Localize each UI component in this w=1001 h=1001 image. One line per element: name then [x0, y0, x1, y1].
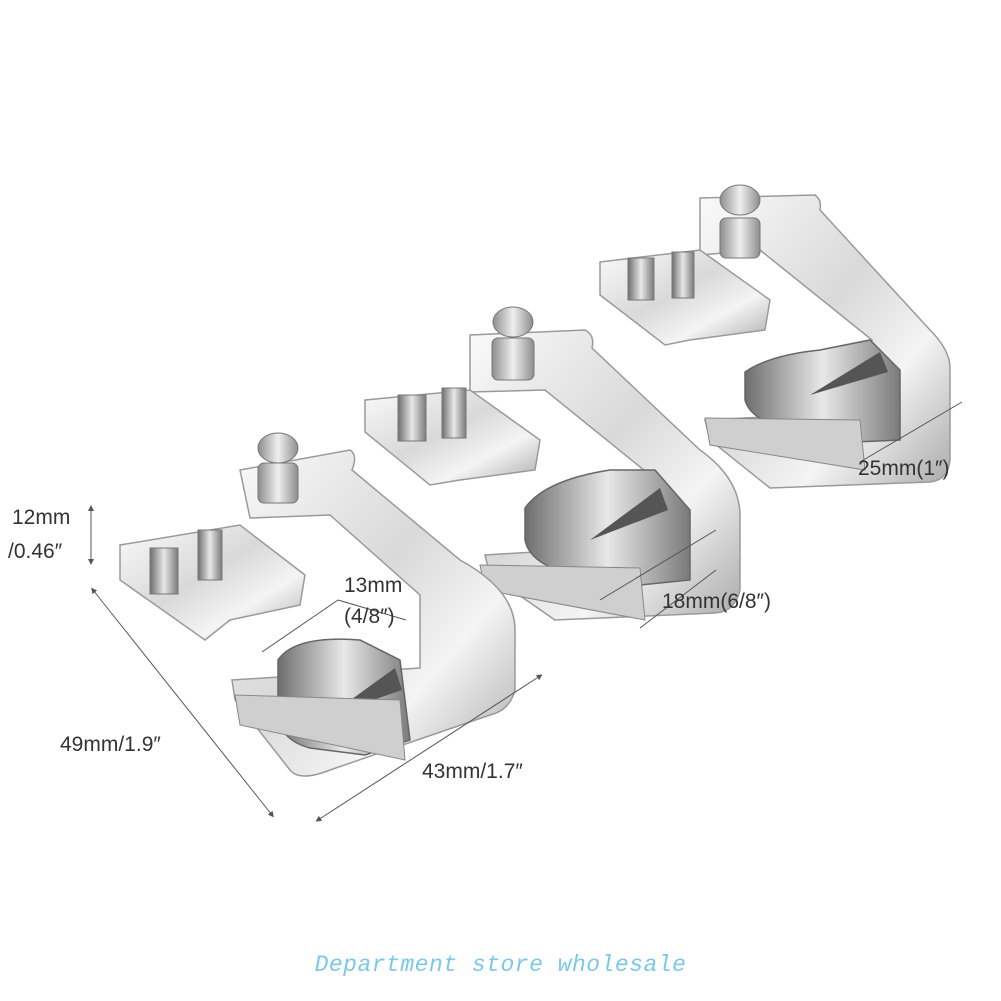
small-width-imperial-label: (4/8″) [344, 605, 395, 628]
presser-foot-large [599, 184, 951, 489]
presser-foot-medium [364, 306, 741, 621]
large-width-label: 25mm(1″) [858, 457, 950, 480]
width-label: 43mm/1.7″ [422, 760, 523, 783]
medium-width-label: 18mm(6/8″) [662, 590, 771, 613]
height-imperial-label: /0.46″ [8, 540, 63, 563]
small-width-metric-label: 13mm [344, 574, 403, 597]
height-metric-label: 12mm [12, 506, 71, 529]
watermark-text: Department store wholesale [314, 952, 687, 978]
length-label: 49mm/1.9″ [60, 733, 161, 756]
dimension-lines [88, 401, 963, 822]
faint-background-text [88, 80, 91, 96]
presser-foot-small [119, 432, 516, 777]
